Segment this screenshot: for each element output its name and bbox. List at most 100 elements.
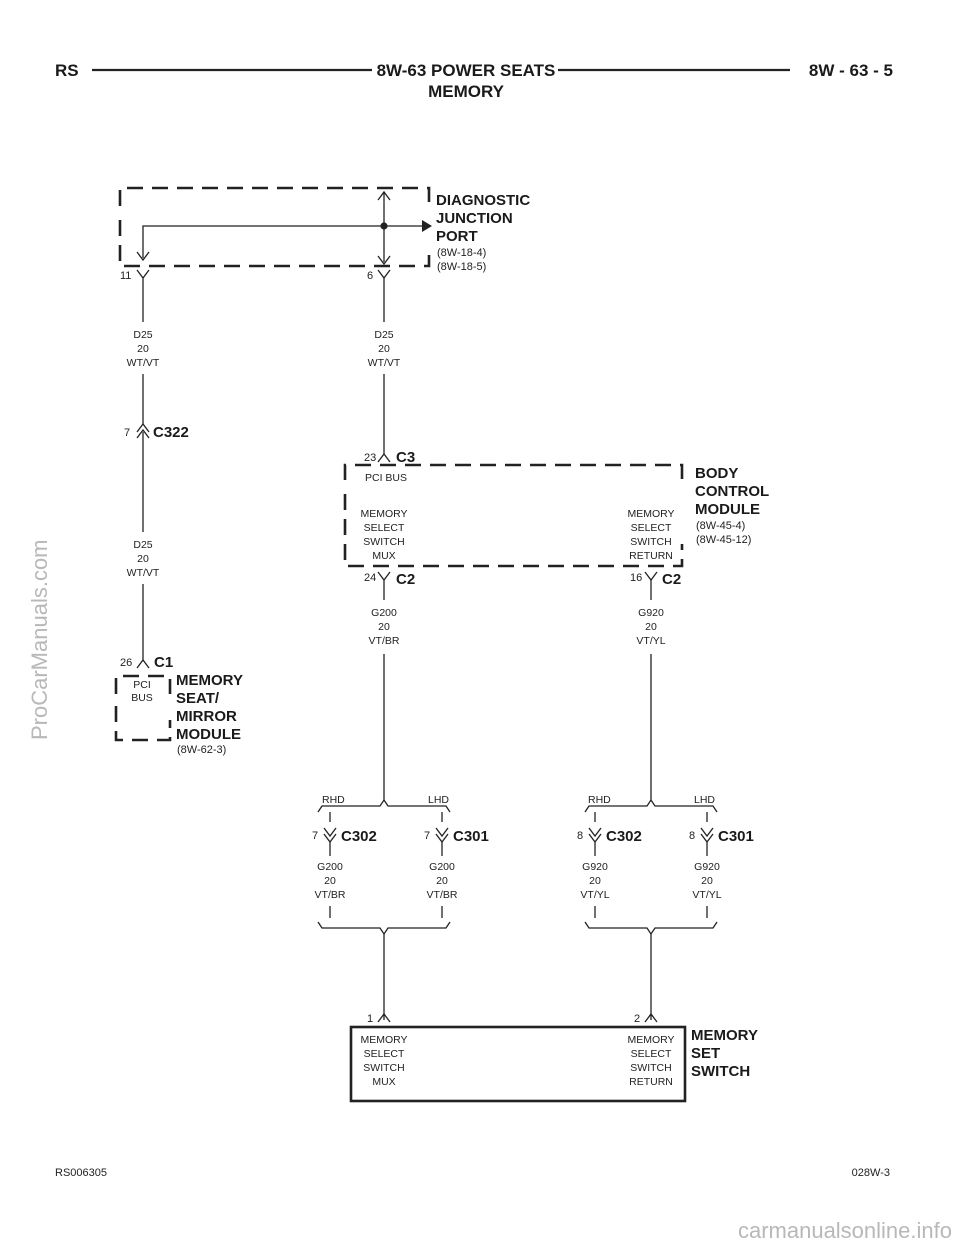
bcm-ref1: (8W-45-4) xyxy=(696,520,745,532)
bcm-box-bottom xyxy=(343,494,684,568)
split-right-b-color: VT/YL xyxy=(692,889,721,901)
djp-internal-wire xyxy=(142,225,422,258)
c301-right-pin: 8 xyxy=(689,830,695,842)
bcm-ret-line1: MEMORY xyxy=(627,508,674,520)
djp-top-terminal-icon xyxy=(377,190,391,201)
switch-mux-line1: MEMORY xyxy=(360,1034,407,1046)
bottom-watermark: carmanualsonline.info xyxy=(738,1218,952,1242)
split-right-a-color: VT/YL xyxy=(580,889,609,901)
switch-mux-line3: SWITCH xyxy=(363,1062,404,1074)
bcm-mux-line1: MEMORY xyxy=(360,508,407,520)
merge-left-bracket xyxy=(317,921,451,936)
wire-gauge: 20 xyxy=(137,553,149,565)
bcm-c2-right-name: C2 xyxy=(662,571,681,588)
bcm-pci-bus: PCI BUS xyxy=(365,472,407,484)
bcm-name-line1: BODY xyxy=(695,465,738,482)
wire-code: G200 xyxy=(371,607,397,619)
wire-color: VT/BR xyxy=(369,635,400,647)
c302-right-icon-1 xyxy=(588,827,602,838)
wire-d25-label-a: D25 20 WT/VT xyxy=(127,329,160,369)
split-right-b-code: G920 xyxy=(694,861,720,873)
bcm-c3-name: C3 xyxy=(396,449,415,466)
seat-module-ref: (8W-62-3) xyxy=(177,744,226,756)
split-right-rhd: RHD xyxy=(588,794,611,806)
bcm-ref2: (8W-45-12) xyxy=(696,534,751,546)
seat-module-box-top xyxy=(114,674,172,694)
bcm-mux-line4: MUX xyxy=(372,550,395,562)
bcm-box-top xyxy=(343,463,684,480)
seat-module-name-line2: SEAT/ xyxy=(176,690,220,707)
c301-right-name: C301 xyxy=(718,828,754,845)
side-watermark: ProCarManuals.com xyxy=(27,539,52,740)
split-left-b-gauge: 20 xyxy=(436,875,448,887)
djp-box-bottom xyxy=(118,220,431,268)
split-left-a-color: VT/BR xyxy=(315,889,346,901)
djp-pin-right: 6 xyxy=(367,270,373,282)
djp-name-line3: PORT xyxy=(436,228,478,245)
wire-gauge: 20 xyxy=(378,343,390,355)
header-title: 8W-63 POWER SEATS xyxy=(377,61,556,80)
switch-name-line2: SET xyxy=(691,1045,720,1062)
seat-module-conn: C1 xyxy=(154,654,173,671)
c2-left-connector-icon xyxy=(377,571,391,582)
split-right-b-gauge: 20 xyxy=(701,875,713,887)
wire-color: VT/YL xyxy=(636,635,665,647)
djp-name-line2: JUNCTION xyxy=(436,210,513,227)
seat-module-pin: 26 xyxy=(120,657,132,669)
switch-name-line3: SWITCH xyxy=(691,1063,750,1080)
split-right-lhd: LHD xyxy=(694,794,715,806)
c302-left-name: C302 xyxy=(341,828,377,845)
wire-gauge: 20 xyxy=(645,621,657,633)
pin-11-connector-icon xyxy=(136,269,150,280)
split-right-bracket xyxy=(584,798,718,813)
djp-arrow-icon xyxy=(422,220,432,232)
footer-left: RS006305 xyxy=(55,1167,107,1179)
c2-right-connector-icon xyxy=(644,571,658,582)
page-footer: RS006305 028W-3 xyxy=(55,1167,890,1179)
split-left-lhd: LHD xyxy=(428,794,449,806)
djp-box-top xyxy=(118,186,431,206)
djp-terminal-left-inner-icon xyxy=(136,251,150,262)
switch-ret-line1: MEMORY xyxy=(627,1034,674,1046)
c322-name: C322 xyxy=(153,424,189,441)
djp-name-line1: DIAGNOSTIC xyxy=(436,192,530,209)
split-left-a-gauge: 20 xyxy=(324,875,336,887)
c322-pin: 7 xyxy=(124,427,130,439)
wire-code: D25 xyxy=(133,539,152,551)
switch-pin2-connector-icon xyxy=(644,1012,658,1023)
split-right-g920: RHD LHD 8 C302 G920 20 VT/YL 8 C301 G920… xyxy=(577,794,754,936)
bcm-mux-line2: SELECT xyxy=(364,522,405,534)
djp-ref2: (8W-18-5) xyxy=(437,261,486,273)
switch-pin-left: 1 xyxy=(367,1013,373,1025)
split-left-b-code: G200 xyxy=(429,861,455,873)
c301-right-icon-1 xyxy=(700,827,714,838)
page-header: RS 8W-63 POWER SEATS MEMORY 8W - 63 - 5 xyxy=(55,61,893,101)
c322-male-icon xyxy=(136,428,150,439)
c302-left-pin: 7 xyxy=(312,830,318,842)
bcm-name-line2: CONTROL xyxy=(695,483,769,500)
switch-mux-line2: SELECT xyxy=(364,1048,405,1060)
wire-g920-label-top: G920 20 VT/YL xyxy=(636,607,665,647)
split-left-bracket xyxy=(317,798,451,813)
memory-seat-mirror-module: 26 C1 PCI BUS MEMORY SEAT/ MIRROR MODULE… xyxy=(114,654,243,756)
split-left-g200: RHD LHD 7 C302 G200 20 VT/BR 7 C301 G200… xyxy=(312,794,489,936)
wire-d25-label-c: D25 20 WT/VT xyxy=(127,539,160,579)
djp-ref1: (8W-18-4) xyxy=(437,247,486,259)
split-left-a-code: G200 xyxy=(317,861,343,873)
switch-name-line1: MEMORY xyxy=(691,1027,758,1044)
wire-code: G920 xyxy=(638,607,664,619)
bcm-c2-left-name: C2 xyxy=(396,571,415,588)
wire-code: D25 xyxy=(374,329,393,341)
switch-pin1-connector-icon xyxy=(377,1012,391,1023)
switch-mux-line4: MUX xyxy=(372,1076,395,1088)
djp-pin-left: 11 xyxy=(120,270,131,282)
switch-ret-line2: SELECT xyxy=(631,1048,672,1060)
bcm-name-line3: MODULE xyxy=(695,501,760,518)
bcm-ret-line4: RETURN xyxy=(629,550,673,562)
c301-left-icon-1 xyxy=(435,827,449,838)
header-right: 8W - 63 - 5 xyxy=(809,61,893,80)
c3-connector-icon xyxy=(377,452,391,463)
c301-left-pin: 7 xyxy=(424,830,430,842)
connector-c322: 7 C322 xyxy=(124,422,189,441)
split-left-rhd: RHD xyxy=(322,794,345,806)
